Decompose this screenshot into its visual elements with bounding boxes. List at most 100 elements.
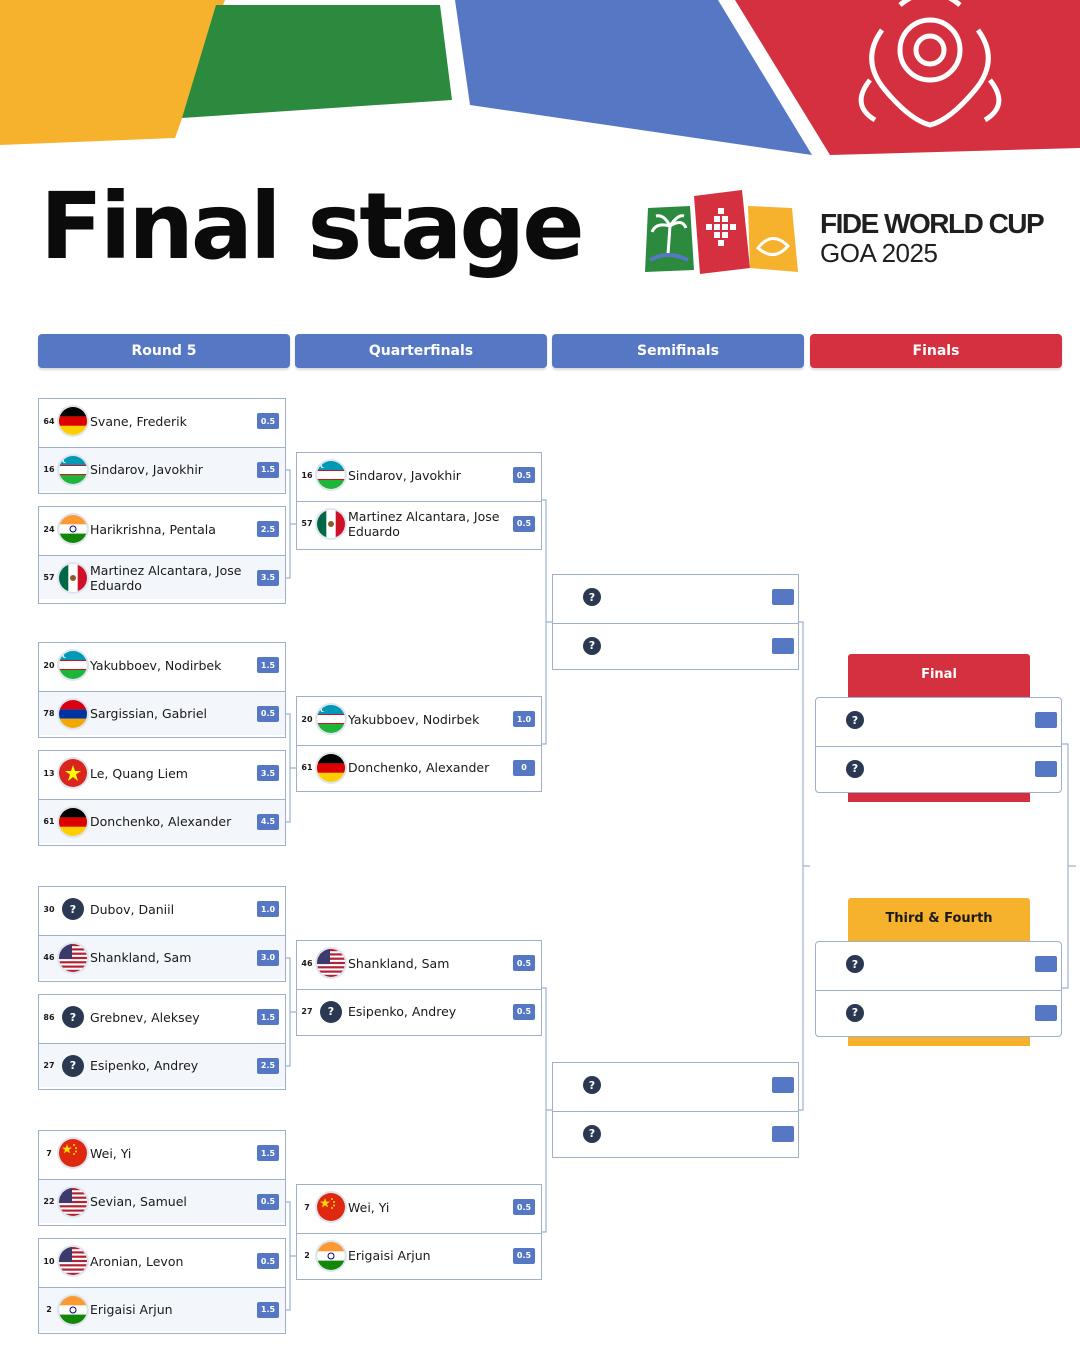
seed-number: 10 <box>43 1256 55 1266</box>
score-badge: 0.5 <box>513 467 535 483</box>
score-box-empty <box>1035 760 1057 777</box>
seed-number: 57 <box>301 519 313 528</box>
player-row[interactable]: 57 Martinez Alcantara, Jose Eduardo 3.5 <box>39 555 285 599</box>
tbd-player-row[interactable]: ? <box>553 623 798 667</box>
player-row[interactable]: 10 Aronian, Levon 0.5 <box>39 1239 285 1283</box>
player-name: Esipenko, Andrey <box>348 1004 457 1019</box>
player-row[interactable]: 24 Harikrishna, Pentala 2.5 <box>39 507 285 551</box>
score-badge: 2.5 <box>257 521 279 537</box>
player-name: Svane, Frederik <box>90 413 187 429</box>
player-row[interactable]: 16 Sindarov, Javokhir 0.5 <box>297 453 541 497</box>
seed-number: 22 <box>43 1197 55 1206</box>
player-name: Le, Quang Liem <box>90 765 188 781</box>
round5-match-2: 24 Harikrishna, Pentala 2.5 57 Martinez … <box>38 506 286 604</box>
seed-number: 20 <box>43 660 55 670</box>
seed-number: 16 <box>301 470 313 480</box>
flag-uzbekistan-icon <box>59 651 87 679</box>
event-name: FIDE WORLD CUP <box>820 208 1045 239</box>
flag-uzbekistan-icon <box>317 705 345 733</box>
player-row[interactable]: 7 Wei, Yi 1.5 <box>39 1131 285 1175</box>
player-row[interactable]: 20 Yakubboev, Nodirbek 1.5 <box>39 643 285 687</box>
tbd-player-row[interactable]: ? <box>553 575 798 619</box>
player-name: Shankland, Sam <box>90 950 192 965</box>
tbd-player-row[interactable]: ? <box>816 698 1061 742</box>
third-place-match: ? ? <box>815 941 1062 1037</box>
player-row[interactable]: 2 Erigaisi Arjun 1.5 <box>39 1287 285 1331</box>
player-name: Martinez Alcantara, Jose Eduardo <box>90 562 242 593</box>
player-name: Yakubboev, Nodirbek <box>90 657 222 673</box>
player-row[interactable]: 30 ? Dubov, Daniil 1.0 <box>39 887 285 931</box>
seed-number: 61 <box>43 817 55 826</box>
player-name: Shankland, Sam <box>348 955 450 971</box>
score-badge: 0.5 <box>513 515 535 532</box>
player-name: Dubov, Daniil <box>90 901 175 917</box>
seed-number: 2 <box>304 1251 310 1260</box>
player-row[interactable]: 86 ? Grebnev, Aleksey 1.5 <box>39 995 285 1039</box>
seed-number: 20 <box>301 714 313 724</box>
player-name: Donchenko, Alexander <box>348 760 490 775</box>
tbd-player-row[interactable]: ? <box>553 1111 798 1155</box>
score-badge: 0.5 <box>513 1247 535 1264</box>
player-row[interactable]: 57 Martinez Alcantara, Jose Eduardo 0.5 <box>297 501 541 545</box>
player-row[interactable]: 22 Sevian, Samuel 0.5 <box>39 1179 285 1223</box>
player-name: Sargissian, Gabriel <box>90 706 208 721</box>
player-row[interactable]: 7 Wei, Yi 0.5 <box>297 1185 541 1229</box>
score-badge: 1.5 <box>257 1145 279 1161</box>
player-row[interactable]: 16 Sindarov, Javokhir 1.5 <box>39 447 285 491</box>
seed-number: 57 <box>43 573 55 582</box>
seed-number: 7 <box>304 1202 310 1212</box>
flag-mexico-icon <box>317 509 345 538</box>
player-row[interactable]: 46 Shankland, Sam 0.5 <box>297 941 541 985</box>
player-name: Erigaisi Arjun <box>348 1248 431 1263</box>
tbd-player-row[interactable]: ? <box>553 1063 798 1107</box>
seed-number: 78 <box>43 709 55 718</box>
player-row[interactable]: 61 Donchenko, Alexander 4.5 <box>39 799 285 843</box>
player-row[interactable]: 46 Shankland, Sam 3.0 <box>39 935 285 979</box>
header-quarterfinals: Quarterfinals <box>295 334 547 368</box>
score-box-empty <box>772 1125 794 1142</box>
unknown-player-icon: ? <box>846 1003 864 1022</box>
seed-number: 46 <box>43 953 55 962</box>
player-name: Wei, Yi <box>90 1145 132 1161</box>
score-box-empty <box>1035 712 1057 728</box>
score-badge: 3.5 <box>257 569 279 586</box>
score-badge: 0.5 <box>257 413 279 429</box>
tbd-player-row[interactable]: ? <box>816 746 1061 790</box>
score-badge: 4.5 <box>257 813 279 830</box>
flag-india-icon <box>59 1295 87 1324</box>
player-name: Wei, Yi <box>348 1199 390 1215</box>
player-row[interactable]: 27 ? Esipenko, Andrey 0.5 <box>297 989 541 1033</box>
player-name: Aronian, Levon <box>90 1253 184 1269</box>
flag-china-icon <box>59 1139 87 1167</box>
score-badge: 0.5 <box>257 1253 279 1269</box>
player-row[interactable]: 13 Le, Quang Liem 3.5 <box>39 751 285 795</box>
player-row[interactable]: 64 Svane, Frederik 0.5 <box>39 399 285 443</box>
player-name: Esipenko, Andrey <box>90 1058 199 1073</box>
flag-india-icon <box>317 1241 345 1270</box>
player-row[interactable]: 2 Erigaisi Arjun 0.5 <box>297 1233 541 1277</box>
unknown-player-icon: ? <box>583 636 601 655</box>
score-box-empty <box>772 637 794 654</box>
player-row[interactable]: 61 Donchenko, Alexander 0 <box>297 745 541 789</box>
seed-number: 27 <box>301 1007 313 1016</box>
player-name: Donchenko, Alexander <box>90 814 232 829</box>
player-row[interactable]: 78 Sargissian, Gabriel 0.5 <box>39 691 285 735</box>
tbd-player-row[interactable]: ? <box>816 990 1061 1034</box>
score-badge: 1.5 <box>257 657 279 673</box>
header-finals: Finals <box>810 334 1062 368</box>
player-row[interactable]: 20 Yakubboev, Nodirbek 1.0 <box>297 697 541 741</box>
tbd-player-row[interactable]: ? <box>816 942 1061 986</box>
semifinal-match-2: ? ? <box>552 1062 799 1158</box>
flag-usa-icon <box>59 1187 87 1216</box>
score-badge: 3.5 <box>257 765 279 781</box>
player-name: Sindarov, Javokhir <box>348 467 461 483</box>
player-name: Harikrishna, Pentala <box>90 521 216 537</box>
score-badge: 1.5 <box>257 1301 279 1318</box>
quarterfinal-match-3: 46 Shankland, Sam 0.5 27 ? Esipenko, And… <box>296 940 542 1036</box>
seed-number: 64 <box>43 416 55 426</box>
player-name: Martinez Alcantara, Jose Eduardo <box>348 508 500 539</box>
unknown-flag-icon: ? <box>62 898 84 920</box>
player-row[interactable]: 27 ? Esipenko, Andrey 2.5 <box>39 1043 285 1087</box>
round5-match-6: 86 ? Grebnev, Aleksey 1.5 27 ? Esipenko,… <box>38 994 286 1090</box>
